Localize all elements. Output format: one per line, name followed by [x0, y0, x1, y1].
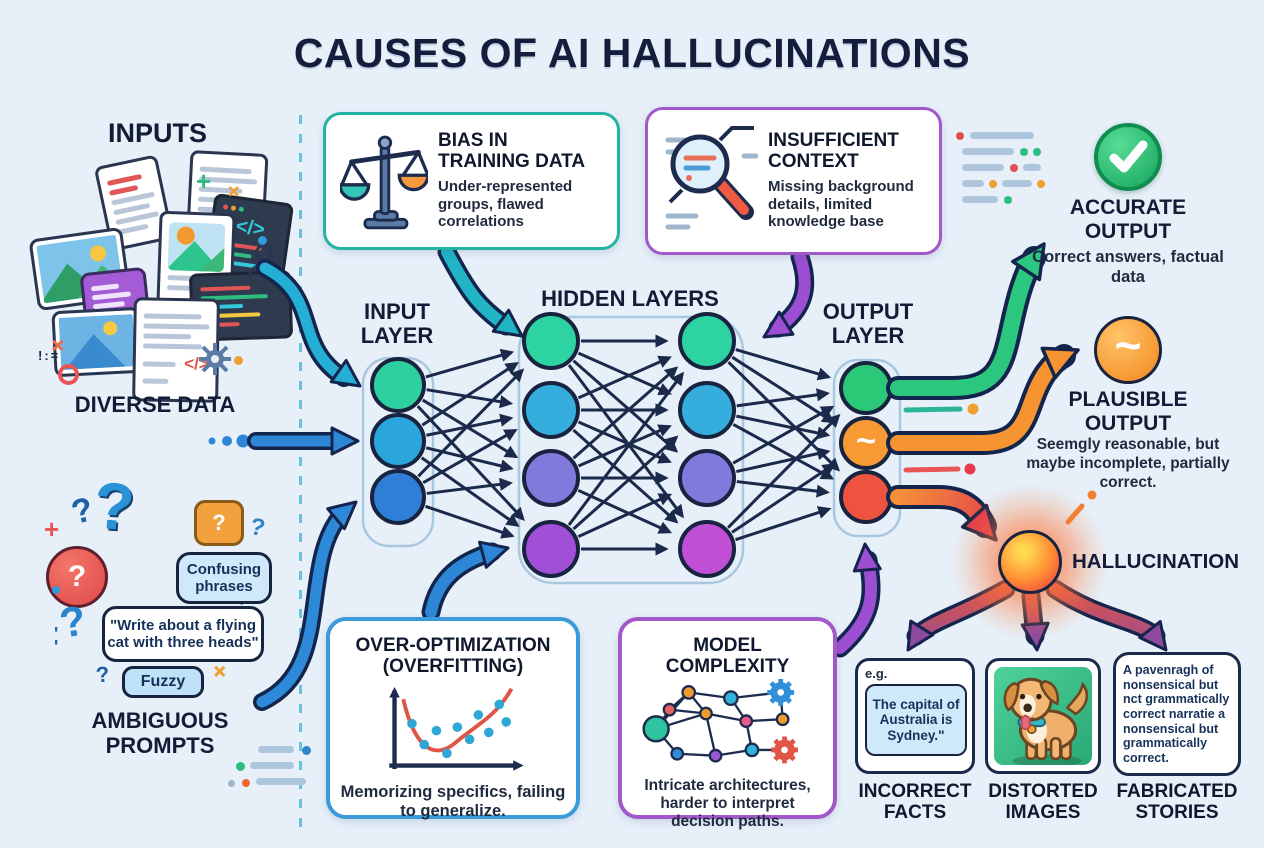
bubble-text: The capital of Australia is Sydney." — [872, 696, 960, 743]
dog-image — [994, 667, 1092, 765]
sparkle: + — [196, 166, 212, 196]
decor-dashes: '' — [54, 624, 59, 657]
overfitting-chart-icon — [389, 686, 524, 771]
distorted-images-box — [985, 658, 1101, 774]
fabricated-stories-box: A pavenragh of nonsensical but nct gramm… — [1113, 652, 1241, 776]
cause-box-overfitting: OVER-OPTIMIZATION (OVERFITTING) Memorizi… — [326, 617, 580, 820]
bubble-text: "Write about a flying cat with three hea… — [107, 617, 259, 651]
cause-title: OVER-OPTIMIZATION (OVERFITTING) — [355, 635, 551, 678]
accurate-output-desc: Correct answers, factual data — [1032, 248, 1224, 286]
inputs-heading: INPUTS — [107, 118, 207, 148]
network-nodes: ~ — [370, 312, 893, 578]
facts-bubble: The capital of Australia is Sydney." — [865, 684, 967, 756]
incorrect-facts-label: INCORRECT FACTS — [858, 781, 972, 823]
hallucination-ball-icon — [998, 530, 1062, 594]
sparkle: + — [44, 514, 60, 544]
cause-title: BIAS IN TRAINING DATA — [438, 130, 586, 172]
ambiguous-prompts-label: AMBIGUOUS PROMPTS — [91, 708, 229, 759]
cause-desc: Memorizing specifics, failing to general… — [340, 782, 566, 820]
cause-box-insufficient-context: INSUFFICIENT CONTEXT Missing background … — [645, 107, 942, 255]
cause-box-bias: BIAS IN TRAINING DATA Under-represented … — [323, 112, 620, 250]
gear-icon — [770, 736, 798, 763]
check-icon — [1094, 123, 1162, 191]
cause-title: INSUFFICIENT CONTEXT — [768, 130, 899, 172]
cause-desc: Intricate architectures, harder to inter… — [644, 776, 811, 831]
output-layer-label: OUTPUT LAYER — [822, 299, 914, 349]
decor-dot — [52, 586, 60, 594]
gear-icon — [766, 678, 794, 706]
tilde-icon: ~ — [1094, 316, 1162, 384]
diverse-data-illustration: </> — [28, 150, 298, 403]
bubble-confusing-phrases: Confusing phrases — [176, 552, 272, 604]
gear-icon — [199, 343, 231, 375]
question-bubble-orange: ? — [194, 500, 244, 546]
cause-box-model-complexity: MODEL COMPLEXITY — [618, 617, 837, 830]
hidden-layers-label: HIDDEN LAYERS — [541, 286, 719, 311]
incorrect-facts-box: e.g. The capital of Australia is Sydney.… — [855, 658, 975, 774]
dashed-separator — [299, 115, 302, 835]
tangled-network-icon — [641, 678, 798, 763]
bubble-text: Confusing phrases — [186, 561, 262, 595]
diverse-data-label: DIVERSE DATA — [74, 392, 236, 417]
scale-icon — [340, 135, 428, 230]
cause-desc: Missing background details, limited know… — [768, 177, 914, 231]
network-edges — [416, 334, 841, 556]
stories-text: A pavenragh of nonsensical but nct gramm… — [1123, 663, 1230, 765]
svg-text:~: ~ — [856, 422, 876, 460]
decor-ring — [58, 364, 79, 385]
decor-dot — [234, 356, 243, 365]
cause-title: MODEL COMPLEXITY — [665, 635, 790, 678]
decor-dashes: !:= — [38, 348, 61, 363]
input-layer-label: INPUT LAYER — [360, 299, 434, 349]
eg-label: e.g. — [865, 666, 888, 681]
question-bubble-red: ? — [46, 546, 108, 608]
bubble-fuzzy: Fuzzy — [122, 666, 204, 698]
bubble-text: Fuzzy — [140, 673, 186, 690]
magnifier-icon — [665, 126, 758, 230]
tilde-glyph: ~ — [1114, 319, 1142, 371]
page-title: CAUSES OF AI HALLUCINATIONS — [293, 30, 971, 76]
plausible-output-title: PLAUSIBLE OUTPUT — [1068, 388, 1188, 435]
accurate-output-title: ACCURATE OUTPUT — [1069, 196, 1187, 243]
plausible-output-desc: Seemgly reasonable, but maybe incomplete… — [1026, 436, 1230, 491]
hallucination-label: HALLUCINATION — [1072, 550, 1240, 573]
distorted-images-label: DISTORTED IMAGES — [988, 781, 1098, 823]
cause-desc: Under-represented groups, flawed correla… — [438, 177, 573, 231]
fabricated-stories-label: FABRICATED STORIES — [1116, 781, 1238, 823]
decor-dot — [258, 236, 267, 245]
bubble-prompt: "Write about a flying cat with three hea… — [102, 606, 264, 662]
